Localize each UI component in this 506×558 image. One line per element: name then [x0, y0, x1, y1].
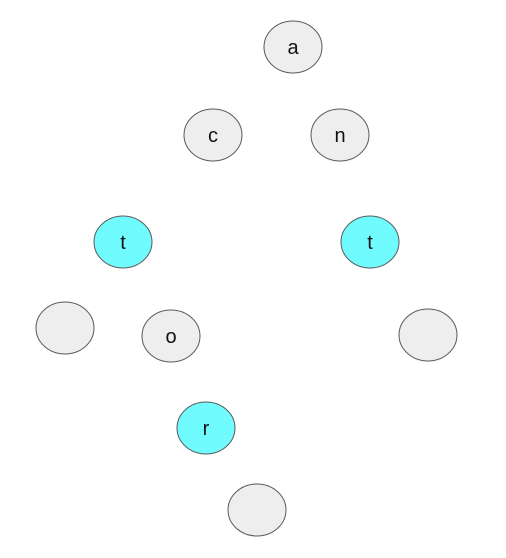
node-a-shape — [263, 20, 323, 74]
tree-node-r[interactable]: r — [176, 401, 236, 455]
tree-node-empty-right[interactable] — [398, 308, 458, 362]
tree-node-n[interactable]: n — [310, 108, 370, 162]
node-empty-left-shape — [35, 301, 95, 355]
tree-node-t-right[interactable]: t — [340, 215, 400, 269]
tree-node-empty-bottom[interactable] — [227, 483, 287, 537]
node-c-shape — [183, 108, 243, 162]
tree-node-t-left[interactable]: t — [93, 215, 153, 269]
node-t-right-label: t — [367, 232, 373, 254]
node-o-shape — [141, 309, 201, 363]
node-empty-right-shape — [398, 308, 458, 362]
node-t-right-shape — [340, 215, 400, 269]
node-empty-bottom-shape — [227, 483, 287, 537]
tree-node-a[interactable]: a — [263, 20, 323, 74]
node-t-left-label: t — [120, 232, 126, 254]
tree-node-empty-left[interactable] — [35, 301, 95, 355]
tree-node-o[interactable]: o — [141, 309, 201, 363]
node-n-shape — [310, 108, 370, 162]
node-r-label: r — [203, 418, 210, 440]
node-a-label: a — [287, 37, 299, 59]
tree-node-c[interactable]: c — [183, 108, 243, 162]
node-c-label: c — [208, 125, 218, 147]
node-o-label: o — [165, 326, 176, 348]
node-n-label: n — [334, 125, 345, 147]
node-r-shape — [176, 401, 236, 455]
node-t-left-shape — [93, 215, 153, 269]
